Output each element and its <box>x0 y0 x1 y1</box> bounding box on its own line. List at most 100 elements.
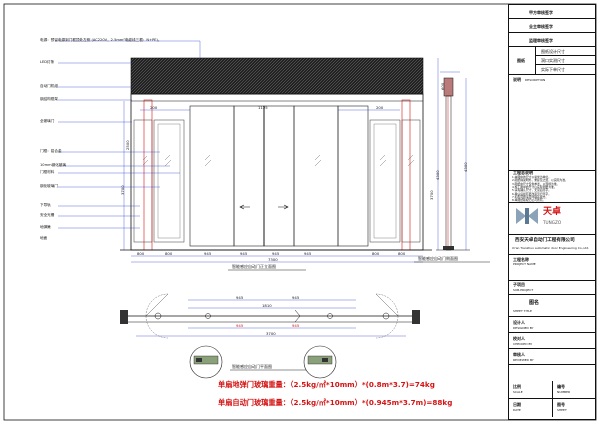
callout-label-6: 门框材料 <box>40 170 55 174</box>
general-note-5: 6.确认后如有更改需另行签字。 <box>512 191 552 196</box>
notes-sub: DESCRIPTION <box>525 78 546 82</box>
logo-cn: 天卓 <box>543 207 562 217</box>
callout-leaders <box>58 40 201 229</box>
elev-bottom-dim-5: 945 <box>304 251 312 256</box>
callout-label-1: 自动门机组 <box>40 84 58 88</box>
plan-total-dim: 3700 <box>266 331 276 336</box>
designer-label: 设计人 <box>513 320 525 325</box>
plan-top-dim-0: 945 <box>236 295 244 300</box>
elev-total-dim: 7300 <box>268 257 278 262</box>
scale-number-row: 比例 SCALE 编号 NUMBER <box>509 381 595 417</box>
project-en: PROJECT NAME <box>513 262 536 266</box>
notes-title: 说明 <box>513 77 521 82</box>
scale-en: SCALE <box>513 390 523 394</box>
callout-label-4: 门框：铝合金 <box>40 149 62 153</box>
reviewer-en: REVIEWED BY <box>513 358 534 362</box>
elevation-view <box>120 57 432 251</box>
number-label: 编号 <box>557 384 565 389</box>
callout-label-9: 安全光栅 <box>40 213 55 217</box>
general-note-6: 7.如有问题请及时联系我方。 <box>512 194 549 199</box>
approval-2: 业主审核签字 <box>529 24 553 29</box>
callout-label-7: 钢化玻璃门 <box>40 184 58 188</box>
sub-project-label: 子项目 <box>513 282 525 287</box>
general-note-4: 5.请先确认尺寸，无误后签字。 <box>512 188 552 193</box>
company-cn: 西安天卓自动门工程有限公司 <box>515 238 575 243</box>
stamp-row-3: 实际下单尺寸 <box>541 67 565 72</box>
elev-left-dim-1: 2500 <box>125 140 130 150</box>
company-en: Xi'an Tianzhuo automatic door Engineerin… <box>512 246 590 250</box>
weight-line-2: 单扇自动门玻璃重量：（2.5kg/㎡*10mm）*(0.945m*3.7m)=8… <box>218 398 453 407</box>
sheet-border <box>3 3 597 421</box>
callout-label-10: 地弹簧 <box>40 225 51 229</box>
callout-label-0: LED灯条 <box>40 60 55 64</box>
plan-view <box>120 293 420 339</box>
elev-bottom-dim-6: 800 <box>372 251 380 256</box>
elev-bottom-dim-0: 800 <box>137 251 145 256</box>
power-note: 电源：预留电源到门框顶处左侧 (AC220V，2.5mm²电缆线三根：N+PE)… <box>40 38 162 42</box>
company-section: 西安天卓自动门工程有限公司 Xi'an Tianzhuo automatic d… <box>509 235 595 255</box>
date-label: 日期 <box>513 402 521 407</box>
sliding-panel-2 <box>233 105 265 247</box>
callout-label-11: 地面 <box>40 236 48 240</box>
sheet-title-label: 图名 <box>529 300 540 306</box>
date-en: DATE <box>513 408 521 412</box>
elev-left-dim-0: 3700 <box>120 185 125 195</box>
sliding-panel-1 <box>189 105 235 247</box>
sliding-panel-4 <box>293 105 339 247</box>
project-label: 工程名称 <box>513 257 529 262</box>
checker-label: 校对人 <box>513 336 525 341</box>
elev-right-dim-1: 3700 <box>429 190 434 200</box>
general-note-0: 1.本图中的尺寸以毫米为单位。 <box>512 175 552 179</box>
plan-mid-dim: 1810 <box>262 303 272 308</box>
sub-project-en: SUB-PROJECT <box>513 288 534 292</box>
callout-label-3: 全玻璃门 <box>40 119 55 123</box>
plan-top-dim-1: 945 <box>292 295 300 300</box>
checker-en: CHECKED BY <box>513 342 533 346</box>
elev-bottom-dim-4: 945 <box>272 251 280 256</box>
approval-3: 监理审核签字 <box>529 38 553 43</box>
general-note-7: 8.本图纸版权归公司所有。 <box>512 198 546 203</box>
elevation-dimensions <box>123 58 439 263</box>
stamp-label: 图纸 <box>517 58 525 63</box>
elev-bottom-dim-7: 800 <box>398 251 406 256</box>
stamp-box: 图纸 图纸设计尺寸 洞口实测尺寸 实际下单尺寸 <box>509 47 595 75</box>
logo-en: TUNGZO <box>543 220 562 225</box>
header-box <box>130 57 424 95</box>
scale-label: 比例 <box>513 384 521 389</box>
general-notes-title: 工程总说明 <box>513 170 533 175</box>
side-view <box>436 71 470 251</box>
side-header <box>443 77 454 97</box>
general-note-1: 2.图纸除说明外，未提及之处，以实际为准。 <box>512 178 568 183</box>
elev-top-dim-1: 1125 <box>258 105 268 110</box>
plan-bottom-dim-0: 945 <box>236 323 244 328</box>
side-height-dim: 4300 <box>463 162 468 172</box>
sheet-title-en: SHEET TITLE <box>513 309 532 313</box>
notes-section: 说明 DESCRIPTION <box>509 75 595 171</box>
elev-bottom-dim-1: 800 <box>165 251 173 256</box>
general-note-3: 4.施工图中的尺寸以实际测量为准。 <box>512 184 557 189</box>
elev-bottom-dim-3: 945 <box>240 251 248 256</box>
weight-line-1: 单扇地弹门玻璃重量：（2.5kg/㎡*10mm）*(0.8m*3.7)=74kg <box>218 380 435 389</box>
company-logo-icon <box>516 208 538 224</box>
callout-label-2: 钢结构框架 <box>40 97 58 101</box>
logo-section: 天卓 TUNGZO <box>509 203 595 235</box>
plan-details <box>189 345 337 379</box>
door-frame <box>130 93 424 251</box>
stamp-row-1: 图纸设计尺寸 <box>541 49 565 54</box>
sliding-panel-3 <box>263 105 295 247</box>
title-block: 甲方审核签字 业主审核签字 监理审核签字 图纸 图纸设计尺寸 洞口实测尺寸 实际… <box>508 4 596 420</box>
callout-label-5: 10mm钢化玻璃 <box>40 163 66 167</box>
date-sheet-row: 日期 DATE 图号 SHEET <box>509 399 595 419</box>
approval-1: 甲方审核签字 <box>529 10 553 15</box>
elevation-caption: 智能感应自动门正立面图 <box>232 264 276 269</box>
designer-en: DESIGNED BY <box>513 326 534 330</box>
sheet-label: 图号 <box>557 402 565 407</box>
reviewer-label: 审核人 <box>513 352 525 357</box>
number-en: NUMBER <box>557 390 571 394</box>
general-notes: 工程总说明 1.本图中的尺寸以毫米为单位。2.图纸除说明外，未提及之处，以实际为… <box>509 170 595 203</box>
elev-right-dim-2: 600 <box>440 82 445 90</box>
plan-caption: 智能感应自动门平面图 <box>232 364 272 369</box>
plan-bottom-dim-1: 945 <box>292 323 300 328</box>
elev-top-dim-2: 200 <box>376 105 384 110</box>
